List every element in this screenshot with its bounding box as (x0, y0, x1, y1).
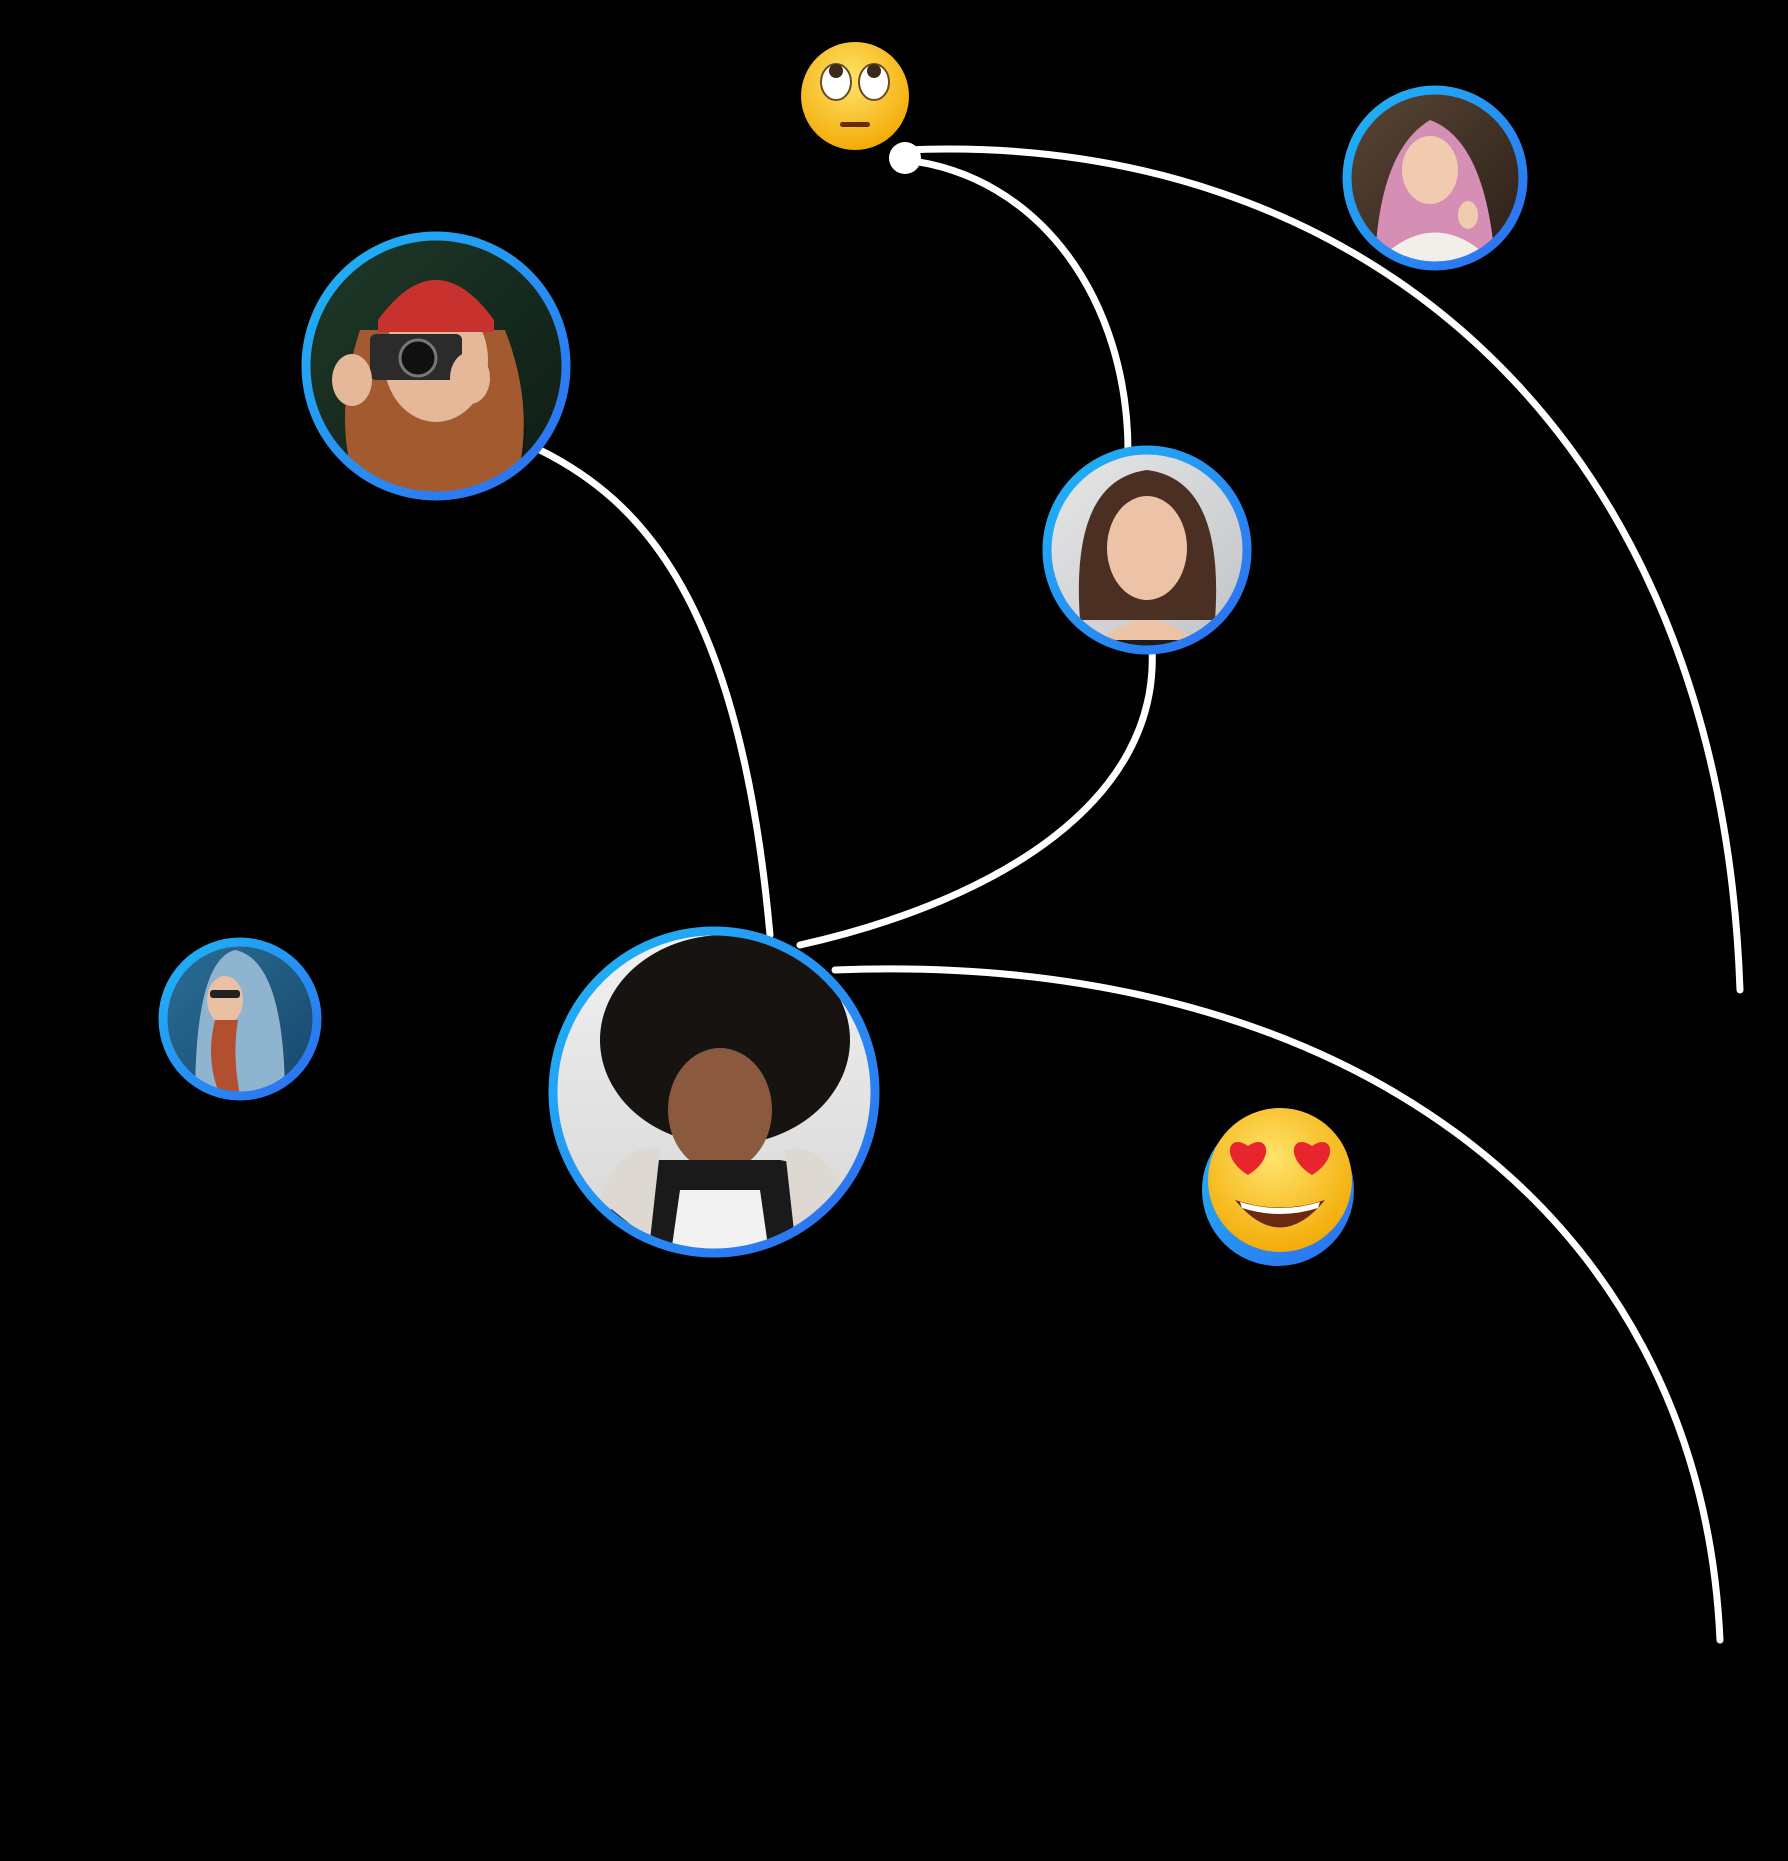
avatar-ring (548, 926, 880, 1258)
connection-line-afro-arc (831, 965, 1724, 1644)
avatar-woman-blue-hoodie[interactable] (158, 937, 322, 1101)
connection-lines (536, 142, 1744, 1644)
connection-line-brownhair-eyeroll (901, 156, 1132, 456)
face-with-rolling-eyes-icon (801, 42, 909, 150)
avatar-ring (1042, 445, 1252, 655)
avatar-ring (158, 937, 322, 1101)
connection-line-afro-brownhair (796, 644, 1156, 949)
connection-line-eyeroll-arc (901, 145, 1744, 994)
avatar-ring (1342, 85, 1528, 271)
avatar-woman-brown-hair[interactable] (1042, 445, 1252, 660)
avatar-photographer-red-beanie[interactable] (300, 230, 580, 520)
avatar-ring (301, 231, 571, 501)
avatar-woman-hijab[interactable] (1342, 85, 1528, 271)
avatar-woman-afro[interactable] (548, 926, 880, 1260)
connection-line-photographer-afro (536, 446, 774, 939)
connection-node-dot (889, 142, 921, 174)
smiling-face-with-heart-eyes-icon (1202, 1108, 1354, 1266)
